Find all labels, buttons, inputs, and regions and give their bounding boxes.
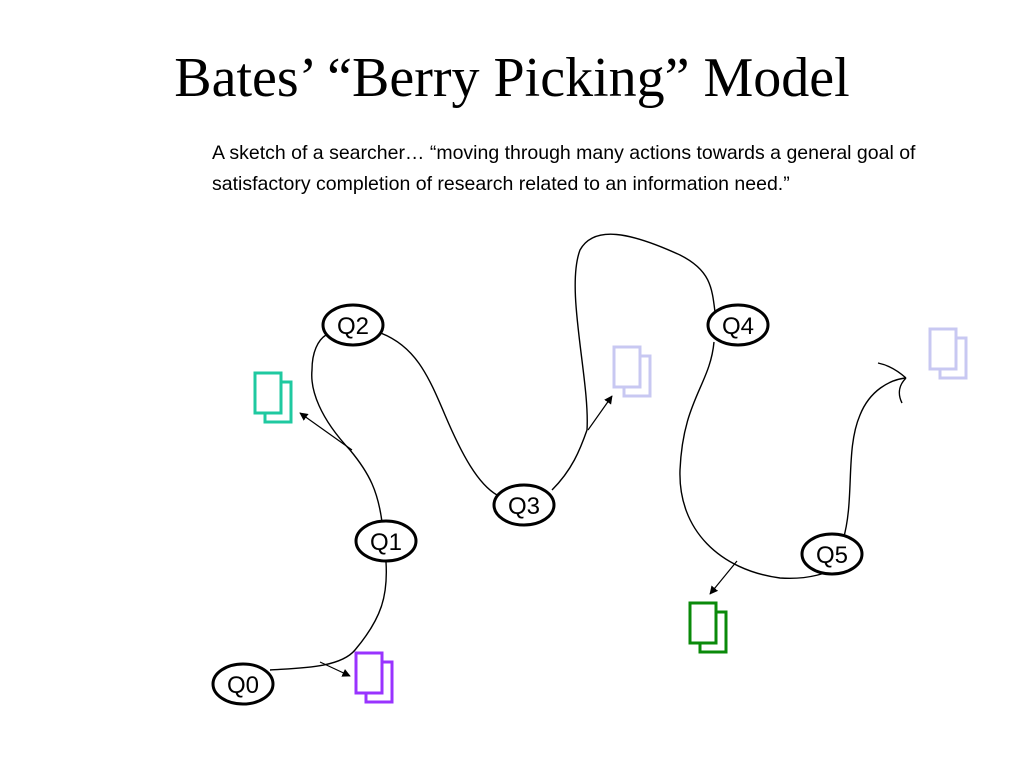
path-q2-q3 <box>377 331 498 496</box>
path-q0-q1 <box>269 561 388 671</box>
query-nodes: Q0 Q1 Q2 Q3 Q4 Q5 <box>211 303 864 706</box>
document-icon <box>688 601 728 654</box>
arrow-to-doc-q0 <box>319 661 351 677</box>
node-q2-label: Q2 <box>337 313 369 340</box>
node-q1-label: Q1 <box>370 529 402 556</box>
berry-arrows <box>299 395 738 677</box>
node-q0: Q0 <box>211 662 275 706</box>
node-q2: Q2 <box>321 303 385 347</box>
node-q5: Q5 <box>800 532 864 576</box>
slide-title: Bates’ “Berry Picking” Model <box>174 47 850 109</box>
path-end-tick-2 <box>877 362 907 379</box>
arrow-to-doc-q3 <box>587 395 613 431</box>
slide-caption: A sketch of a searcher… “moving through … <box>212 142 916 195</box>
node-q0-label: Q0 <box>227 672 259 699</box>
node-q3-label: Q3 <box>508 493 540 520</box>
arrow-to-doc-q5 <box>709 560 738 595</box>
arrow-to-doc-q2 <box>299 412 353 451</box>
node-q4: Q4 <box>706 303 770 347</box>
path-q1-q2 <box>311 334 383 523</box>
path-q3-q4 <box>551 233 716 491</box>
document-icon <box>612 345 652 398</box>
node-q3: Q3 <box>492 483 556 527</box>
path-end-tick <box>898 377 907 404</box>
document-icon <box>354 651 394 704</box>
node-q1: Q1 <box>354 519 418 563</box>
node-q4-label: Q4 <box>722 313 754 340</box>
node-q5-label: Q5 <box>816 542 848 569</box>
search-path <box>269 233 907 671</box>
path-q5-end <box>842 377 906 541</box>
document-icon <box>928 327 968 380</box>
document-icon <box>253 371 293 424</box>
documents <box>253 327 968 704</box>
path-q4-q5 <box>679 341 841 580</box>
